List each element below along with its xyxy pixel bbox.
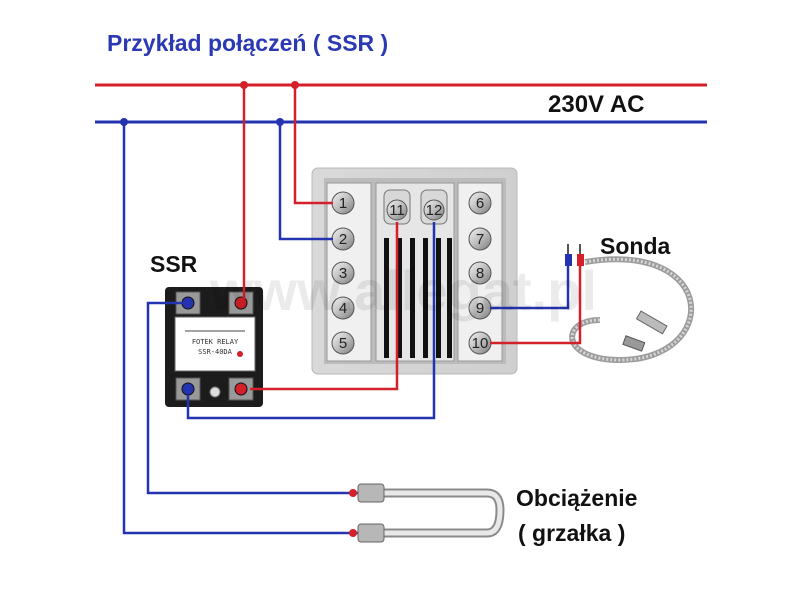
svg-text:10: 10	[472, 335, 489, 352]
junction-live-ssr	[240, 81, 248, 89]
svg-text:5: 5	[339, 335, 347, 352]
heater-element	[349, 483, 505, 543]
terminal-8: 8	[468, 261, 492, 285]
temperature-probe	[565, 244, 695, 364]
wire-neutral-to-terminal-2	[278, 122, 333, 241]
terminal-6: 6	[468, 191, 492, 215]
terminal-11: 11	[383, 189, 411, 225]
terminal-4: 4	[331, 296, 355, 320]
wire-live-to-terminal-1	[293, 85, 333, 205]
page-title: Przykład połączeń ( SSR )	[107, 30, 388, 56]
ssr-brand: FOTEK RELAY	[192, 338, 239, 346]
wire-probe-to-terminal-10	[490, 266, 582, 345]
watermark: www.allegat.pl	[209, 259, 597, 322]
ssr-label: SSR	[150, 251, 198, 277]
terminal-10: 10	[468, 331, 492, 355]
svg-text:4: 4	[339, 300, 347, 317]
terminal-2: 2	[331, 227, 355, 251]
junction-neutral-controller	[276, 118, 284, 126]
wire-neutral-to-heater	[122, 122, 360, 535]
wire-probe-to-terminal-9	[490, 266, 570, 310]
terminal-5: 5	[331, 331, 355, 355]
svg-text:7: 7	[476, 231, 484, 248]
terminal-9: 9	[468, 296, 492, 320]
svg-text:8: 8	[476, 265, 484, 282]
svg-text:3: 3	[339, 265, 347, 282]
junction-live-controller	[291, 81, 299, 89]
terminal-3: 3	[331, 261, 355, 285]
terminal-1: 1	[331, 191, 355, 215]
wire-ssr-plus-to-terminal-11	[250, 222, 399, 391]
sensor-label: Sonda	[600, 233, 670, 259]
svg-text:12: 12	[426, 202, 443, 219]
svg-text:1: 1	[339, 195, 347, 212]
load-label-line1: Obciążenie	[516, 485, 637, 511]
terminal-12: 12	[420, 189, 448, 225]
svg-text:9: 9	[476, 300, 484, 317]
junction-neutral-heater	[120, 118, 128, 126]
ssr-model: SSR-40DA	[198, 348, 233, 356]
svg-text:6: 6	[476, 195, 484, 212]
wire-ssr-to-heater	[146, 301, 360, 495]
ssr-relay: FOTEK RELAY SSR-40DA	[165, 287, 263, 407]
load-label-line2: ( grzałka )	[518, 520, 625, 546]
power-label: 230V AC	[548, 91, 645, 118]
svg-text:11: 11	[389, 202, 405, 219]
svg-text:2: 2	[339, 231, 347, 248]
wire-ssr-minus-to-terminal-12	[186, 222, 436, 420]
terminal-7: 7	[468, 227, 492, 251]
